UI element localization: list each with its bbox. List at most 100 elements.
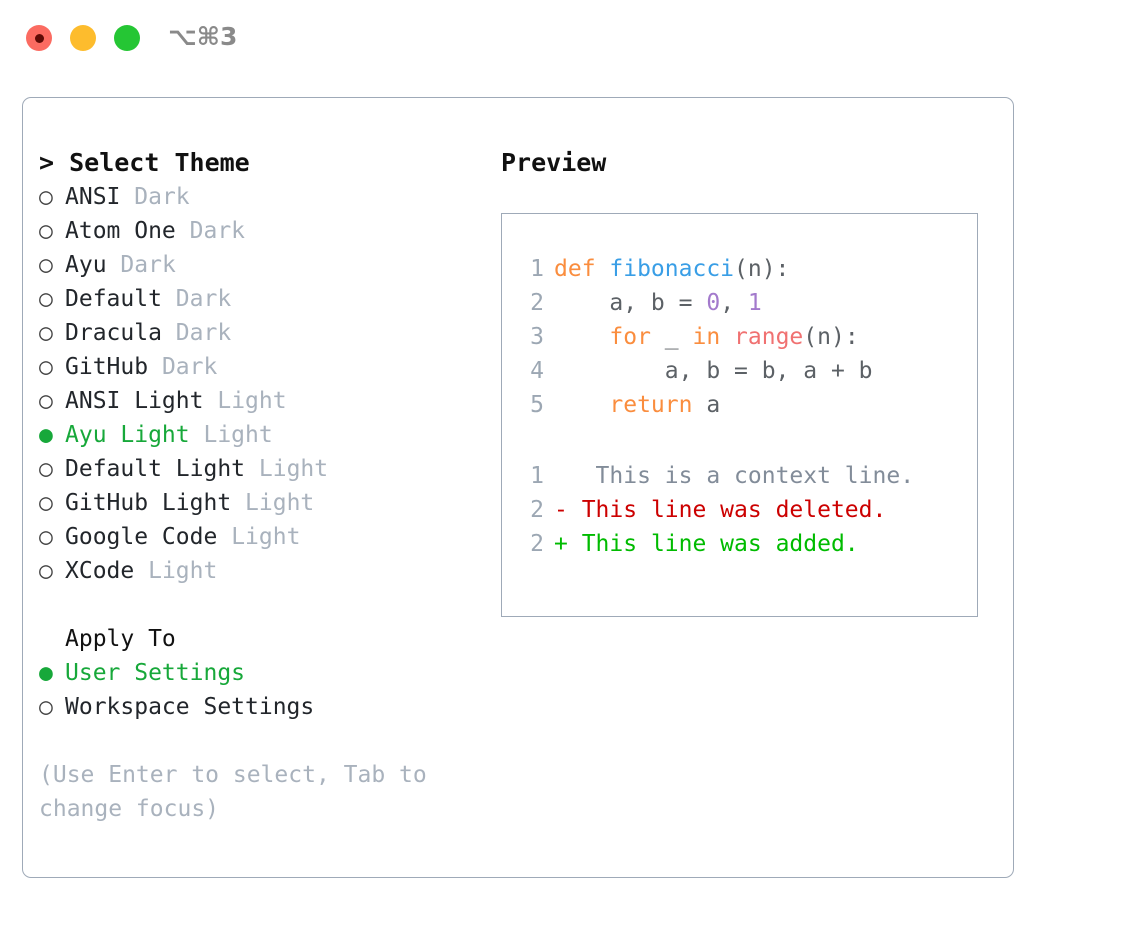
code-token: (n): xyxy=(734,256,790,282)
code-token xyxy=(720,324,734,350)
code-token: def xyxy=(554,256,610,282)
radio-unselected-icon: ○ xyxy=(39,388,53,414)
theme-option-kind: Dark xyxy=(189,218,246,244)
code-line: 3 for _ in range(n): xyxy=(502,320,977,354)
code-token: in xyxy=(692,324,721,350)
diff-text: This is a context line. xyxy=(567,463,915,489)
diff-line: 2 + This line was added. xyxy=(502,527,977,561)
theme-option-name: Dracula xyxy=(65,320,162,346)
line-number: 4 xyxy=(530,358,544,384)
theme-option-atom-one[interactable]: ○ Atom One Dark xyxy=(39,214,489,248)
radio-unselected-icon: ○ xyxy=(39,320,53,346)
theme-option-kind: Light xyxy=(217,388,287,414)
theme-picker-panel: > Select Theme ○ANSI Dark○Atom One Dark○… xyxy=(39,146,489,826)
code-token xyxy=(554,392,609,418)
theme-option-name: Ayu Light xyxy=(65,422,190,448)
theme-option-ayu-light[interactable]: ● Ayu Light Light xyxy=(39,418,489,452)
theme-option-google-code[interactable]: ○Google Code Light xyxy=(39,520,489,554)
theme-option-kind: Dark xyxy=(134,184,190,210)
radio-unselected-icon: ○ xyxy=(39,490,53,516)
diff-sample: 1 This is a context line.2- This line wa… xyxy=(502,459,977,561)
line-number: 2 xyxy=(530,531,544,557)
theme-option-list: ○ANSI Dark○Atom One Dark○Ayu Dark○Defaul… xyxy=(39,180,489,588)
radio-unselected-icon: ○ xyxy=(39,218,53,244)
line-number: 1 xyxy=(530,256,544,282)
radio-unselected-icon: ○ xyxy=(39,252,53,278)
theme-option-name: GitHub Light xyxy=(65,490,232,516)
diff-text: This line was deleted. xyxy=(567,497,887,523)
diff-text: This line was added. xyxy=(567,531,859,557)
theme-selection-dialog: > Select Theme ○ANSI Dark○Atom One Dark○… xyxy=(22,97,1014,878)
theme-option-name: ANSI Light xyxy=(65,388,204,414)
radio-unselected-icon: ○ xyxy=(39,694,53,720)
diff-line: 1 This is a context line. xyxy=(502,459,977,493)
radio-selected-icon: ● xyxy=(39,422,53,448)
code-line: 5 return a xyxy=(502,388,977,422)
spacer xyxy=(39,588,489,622)
traffic-light-buttons xyxy=(26,25,140,51)
line-number: 5 xyxy=(530,392,544,418)
line-number: 3 xyxy=(530,324,544,350)
theme-option-ayu[interactable]: ○Ayu Dark xyxy=(39,248,489,282)
diff-sign: - xyxy=(554,497,568,523)
zoom-button[interactable] xyxy=(114,25,140,51)
keyboard-hint-text: (Use Enter to select, Tab to change focu… xyxy=(39,762,427,822)
theme-option-github-light[interactable]: ○GitHub Light Light xyxy=(39,486,489,520)
theme-option-name: Default Light xyxy=(65,456,246,482)
code-line: 2 a, b = 0, 1 xyxy=(502,286,977,320)
radio-unselected-icon: ○ xyxy=(39,184,53,210)
radio-unselected-icon: ○ xyxy=(39,354,53,380)
code-token: range xyxy=(734,324,804,350)
code-token: a, b = xyxy=(554,290,707,316)
theme-option-kind: Light xyxy=(148,558,218,584)
preview-title: Preview xyxy=(501,148,607,177)
theme-option-xcode[interactable]: ○ XCode Light xyxy=(39,554,489,588)
code-token xyxy=(554,324,609,350)
apply-to-option-workspace-settings[interactable]: ○ Workspace Settings xyxy=(39,690,489,724)
theme-option-kind: Light xyxy=(231,524,301,550)
apply-to-header: Apply To xyxy=(65,626,176,652)
diff-line: 2- This line was deleted. xyxy=(502,493,977,527)
code-token: fibonacci xyxy=(609,256,735,282)
theme-option-ansi[interactable]: ○ ANSI Dark xyxy=(39,180,489,214)
theme-option-name: Atom One xyxy=(65,218,176,244)
window-titlebar: ⌥⌘3 xyxy=(0,0,1140,78)
theme-option-dracula[interactable]: ○ Dracula Dark xyxy=(39,316,489,350)
radio-unselected-icon: ○ xyxy=(39,286,53,312)
theme-option-kind: Light xyxy=(203,422,273,448)
code-token: , xyxy=(720,290,748,316)
code-token: a, b = b, a + b xyxy=(554,358,873,384)
theme-option-github[interactable]: ○ GitHub Dark xyxy=(39,350,489,384)
minimize-button[interactable] xyxy=(70,25,96,51)
theme-option-name: ANSI xyxy=(65,184,121,210)
theme-option-kind: Dark xyxy=(175,286,232,312)
theme-option-name: Google Code xyxy=(65,524,218,550)
theme-option-default-light[interactable]: ○Default Light Light xyxy=(39,452,489,486)
apply-to-option-name: User Settings xyxy=(65,660,246,686)
theme-option-name: Ayu xyxy=(65,252,107,278)
code-token: for xyxy=(609,324,651,350)
theme-option-name: XCode xyxy=(65,558,135,584)
radio-unselected-icon: ○ xyxy=(39,558,53,584)
theme-option-name: GitHub xyxy=(65,354,149,380)
apply-to-option-user-settings[interactable]: ●User Settings xyxy=(39,656,489,690)
code-token: a xyxy=(692,392,721,418)
keyboard-shortcut-label: ⌥⌘3 xyxy=(168,22,238,51)
diff-sign: + xyxy=(554,531,568,557)
spacer xyxy=(502,422,977,459)
line-number: 1 xyxy=(530,463,544,489)
apply-to-option-name: Workspace Settings xyxy=(65,694,315,720)
apply-to-option-list: ●User Settings ○ Workspace Settings xyxy=(39,656,489,724)
theme-option-name: Default xyxy=(65,286,162,312)
code-token: (n): xyxy=(803,324,859,350)
code-token: 0 xyxy=(706,290,721,316)
close-button[interactable] xyxy=(26,25,52,51)
theme-option-default[interactable]: ○ Default Dark xyxy=(39,282,489,316)
theme-option-kind: Dark xyxy=(175,320,232,346)
theme-option-ansi-light[interactable]: ○ ANSI Light Light xyxy=(39,384,489,418)
theme-option-kind: Dark xyxy=(161,354,218,380)
